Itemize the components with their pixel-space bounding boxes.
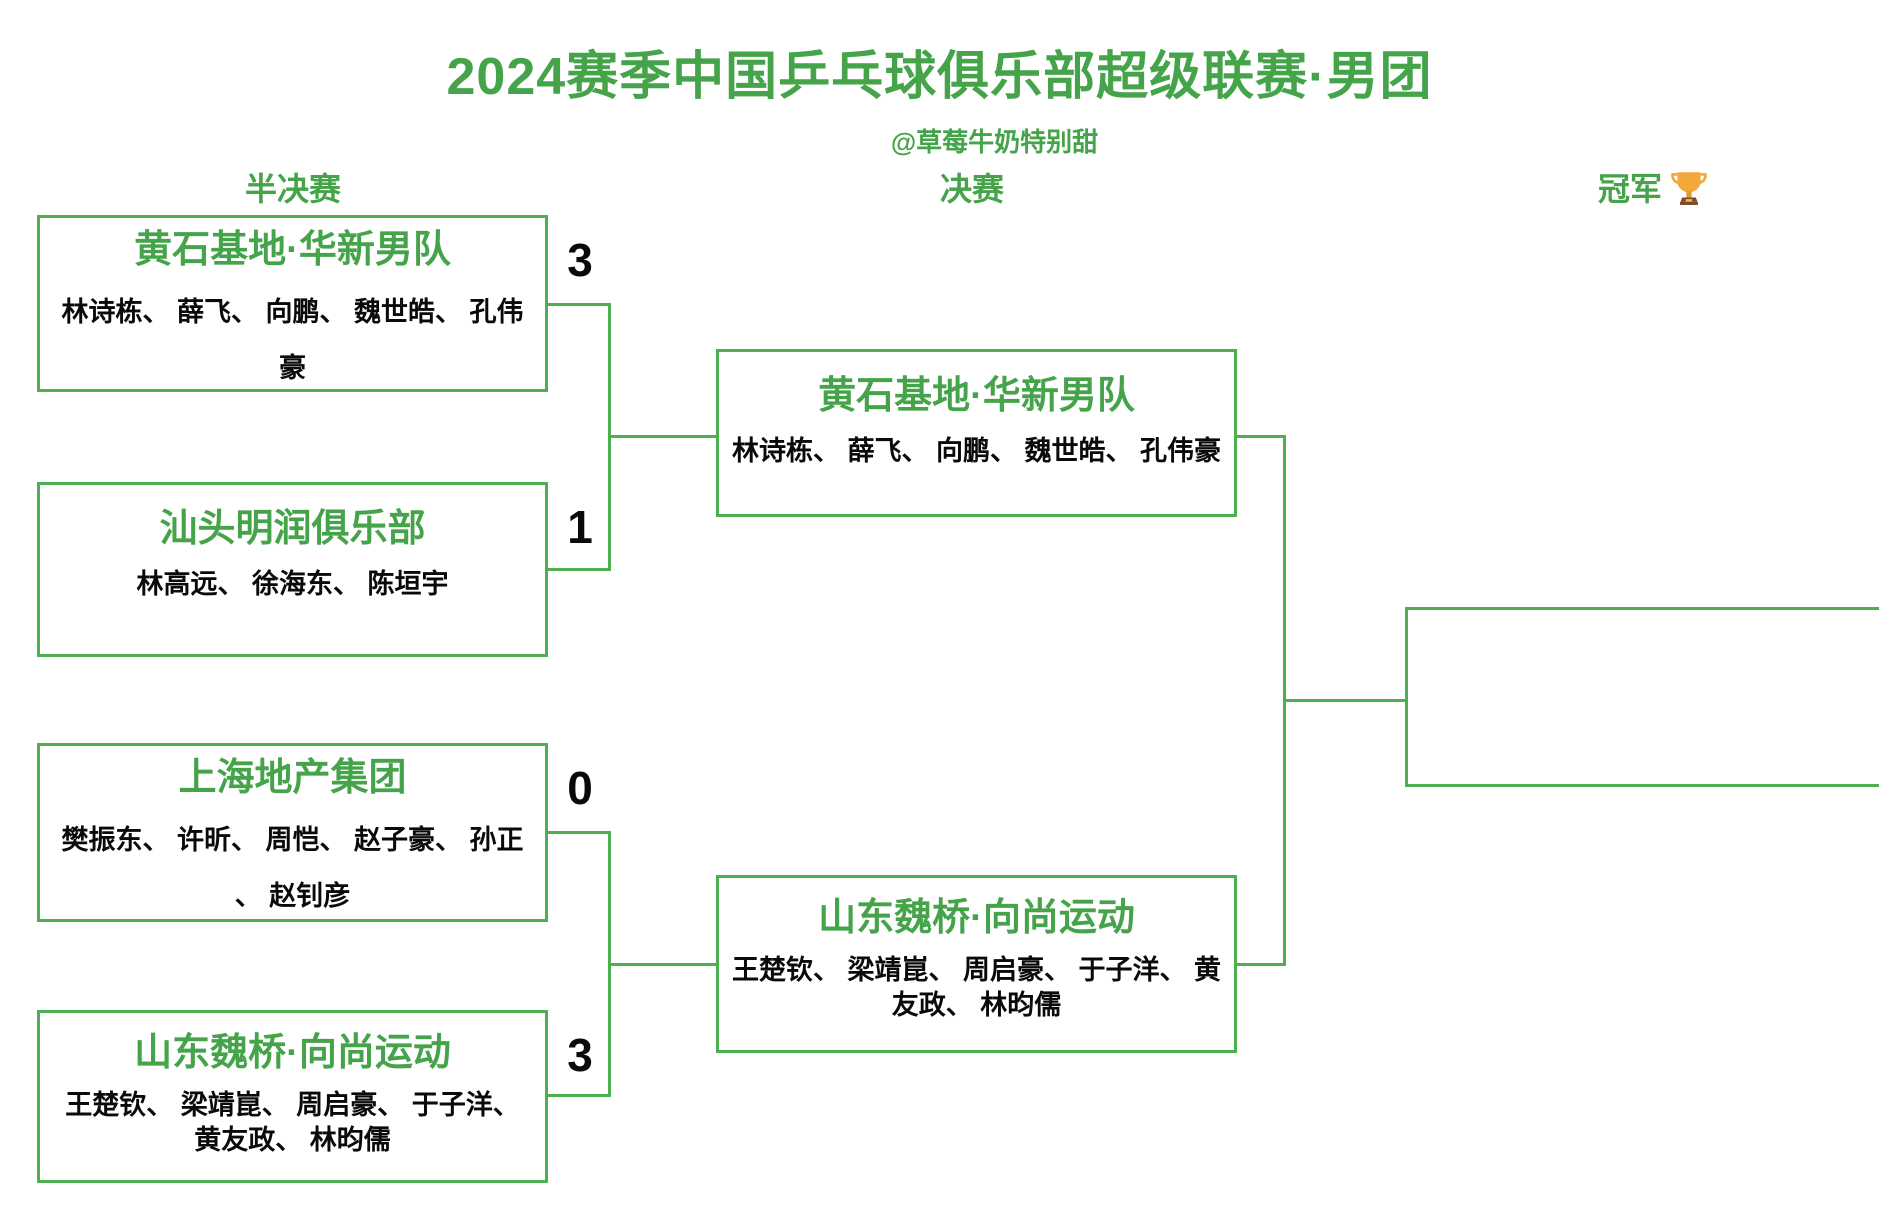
team-name: 汕头明润俱乐部 [159,508,426,550]
connector-line [1234,435,1286,438]
match-score: 1 [567,501,593,553]
connector-line [1234,963,1286,966]
page-subtitle: @草莓牛奶特别甜 [890,127,1099,157]
column-header-champion: 冠军 [1598,164,1708,210]
connector-line [548,831,610,834]
team-name: 黄石基地·华新男队 [134,229,451,271]
match-score: 3 [567,234,593,286]
column-header-final: 决赛 [939,171,1004,207]
semifinal-team-box-shanghai: 上海地产集团 樊振东、 许昕、 周恺、 赵子豪、 孙正 、 赵钊彦 [37,743,548,922]
connector-line [608,963,716,966]
team-players: 林诗栋、 薛飞、 向鹏、 魏世皓、 孔伟 豪 [61,297,524,383]
semifinal-team-box-shandong: 山东魏桥·向尚运动 王楚钦、 梁靖崑、 周启豪、 于子洋、 黄友政、 林昀儒 [37,1010,548,1183]
team-players: 林高远、 徐海东、 陈垣宇 [136,569,449,600]
page-title: 2024赛季中国乒乓球俱乐部超级联赛·男团 [446,48,1433,106]
connector-line [548,303,610,306]
team-players: 王楚钦、 梁靖崑、 周启豪、 于子洋、 黄 友政、 林昀儒 [731,955,1221,1021]
match-score: 0 [567,762,593,814]
final-team-box-shandong: 山东魏桥·向尚运动 王楚钦、 梁靖崑、 周启豪、 于子洋、 黄 友政、 林昀儒 [716,875,1237,1053]
team-name: 山东魏桥·向尚运动 [818,897,1135,939]
team-name: 上海地产集团 [178,757,407,799]
final-team-box-huangshi: 黄石基地·华新男队 林诗栋、 薛飞、 向鹏、 魏世皓、 孔伟豪 [716,349,1237,517]
connector-line [548,568,610,571]
team-players: 樊振东、 许昕、 周恺、 赵子豪、 孙正 、 赵钊彦 [61,825,524,911]
team-name: 山东魏桥·向尚运动 [134,1032,451,1074]
semifinal-team-box-shantou: 汕头明润俱乐部 林高远、 徐海东、 陈垣宇 [37,482,548,657]
champion-team-box-empty [1405,607,1879,787]
semifinal-team-box-huangshi: 黄石基地·华新男队 林诗栋、 薛飞、 向鹏、 魏世皓、 孔伟 豪 [37,215,548,392]
champion-label: 冠军 [1598,171,1663,207]
team-players: 王楚钦、 梁靖崑、 周启豪、 于子洋、 黄友政、 林昀儒 [65,1090,520,1156]
trophy-icon [1670,168,1708,206]
connector-line [608,435,716,438]
team-name: 黄石基地·华新男队 [818,375,1135,417]
match-score: 3 [567,1029,593,1081]
column-header-semifinal: 半决赛 [244,171,341,207]
connector-line [548,1094,610,1097]
team-players: 林诗栋、 薛飞、 向鹏、 魏世皓、 孔伟豪 [731,436,1221,467]
connector-line [1283,699,1405,702]
